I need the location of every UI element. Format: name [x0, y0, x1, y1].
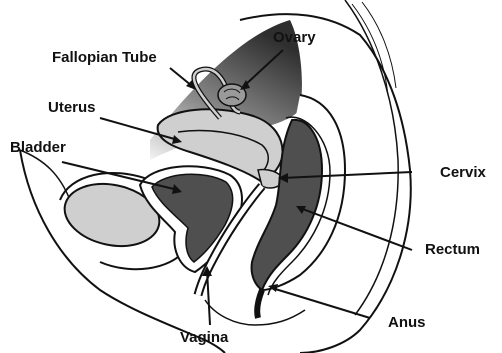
leader-anus: [272, 288, 370, 318]
label-uterus: Uterus: [48, 99, 96, 116]
thigh-line: [20, 150, 70, 200]
back-contour: [345, 0, 398, 315]
label-rectum: Rectum: [425, 241, 480, 258]
label-cervix: Cervix: [440, 164, 487, 181]
label-anus: Anus: [388, 314, 426, 331]
anal-canal: [257, 290, 262, 318]
label-vagina: Vagina: [180, 329, 229, 346]
label-ovary: Ovary: [273, 29, 316, 46]
label-fallopian-tube: Fallopian Tube: [52, 49, 157, 66]
label-bladder: Bladder: [10, 139, 66, 156]
